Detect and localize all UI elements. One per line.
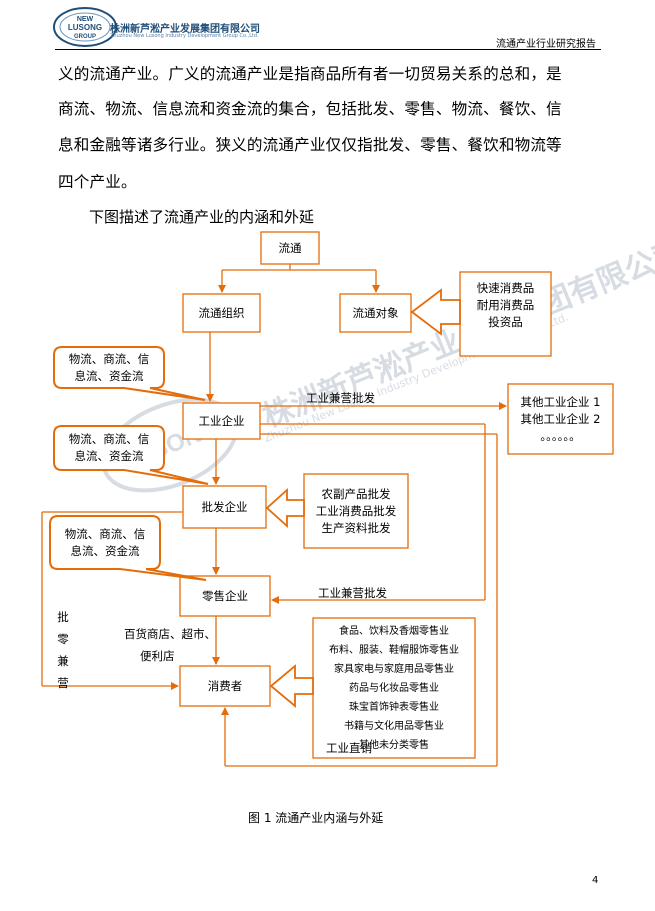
node-wholesale-types: 农副产品批发 工业消费品批发 生产资料批发 xyxy=(304,474,408,548)
label-direct-sales: 工业直销 xyxy=(326,741,372,755)
box-obj xyxy=(339,293,412,333)
side-label: 批 零 兼 营 xyxy=(56,606,70,694)
box-wholesale-types xyxy=(303,473,409,549)
node-consumer: 消费者 xyxy=(207,678,243,693)
label-industry-wholesale-top: 工业兼营批发 xyxy=(306,391,375,405)
report-title: 流通产业行业研究报告 xyxy=(496,39,596,50)
callout-1 xyxy=(53,346,206,401)
figure-caption: 图 1 流通产业内涵与外延 xyxy=(248,811,384,825)
callout-1-text: 物流、商流、信 息流、资金流 xyxy=(56,347,162,388)
header: NEW LUSONG GROUP 株洲新芦淞产业发展集团有限公司 Zhuzhou… xyxy=(0,0,655,52)
goods-item: 快速消费品 xyxy=(476,280,535,295)
page-number: 4 xyxy=(592,875,599,886)
wholesale-type: 生产资料批发 xyxy=(321,520,391,535)
label-stores-1: 百货商店、超市、 xyxy=(124,627,216,641)
others-item: 其他工业企业 1 xyxy=(520,394,601,409)
retail-type: 药品与化妆品零售业 xyxy=(349,682,439,694)
callout-3-text: 物流、商流、信 息流、资金流 xyxy=(52,516,158,569)
node-org: 流通组织 xyxy=(198,305,245,320)
callout-2-text: 物流、商流、信 息流、资金流 xyxy=(56,426,162,470)
side-label-char: 批 xyxy=(57,610,69,624)
others-item: 。。。。。。 xyxy=(540,428,581,443)
box-wholesale xyxy=(182,485,267,529)
wholesale-type: 工业消费品批发 xyxy=(315,503,397,518)
node-industry: 工业企业 xyxy=(198,413,245,428)
retail-type: 布料、服装、鞋帽服饰零售业 xyxy=(329,644,459,656)
node-retail-types: 食品、饮料及香烟零售业 布料、服装、鞋帽服饰零售业 家具家电与家庭用品零售业 药… xyxy=(313,622,475,754)
wholesale-type: 农副产品批发 xyxy=(321,486,391,501)
callout-line: 物流、商流、信 xyxy=(68,432,150,446)
company-name-en: Zhuzhou New Lusong Industry Development … xyxy=(110,33,259,39)
callout-2 xyxy=(53,425,209,485)
callout-3 xyxy=(49,515,207,581)
retail-type: 珠宝首饰钟表零售业 xyxy=(349,701,439,713)
node-retail: 零售企业 xyxy=(202,588,248,603)
logo-text-group: GROUP xyxy=(74,34,96,40)
box-goods xyxy=(459,271,552,357)
logo-text-new: NEW xyxy=(77,16,94,23)
callout-line: 物流、商流、信 xyxy=(64,526,146,541)
others-item: 其他工业企业 2 xyxy=(520,411,601,426)
box-org xyxy=(182,293,261,333)
logo-text-lusong: LUSONG xyxy=(68,23,102,32)
paragraph-line-2: 商流、物流、信息流和资金流的集合，包括批发、零售、物流、餐饮、信 xyxy=(58,100,562,118)
label-stores-2: 便利店 xyxy=(140,649,175,663)
box-retail xyxy=(179,575,271,617)
label-industry-wholesale-mid: 工业兼营批发 xyxy=(318,586,387,600)
callout-line: 息流、资金流 xyxy=(70,543,140,558)
block-arrow-goods xyxy=(410,288,461,336)
company-logo-icon: NEW LUSONG GROUP xyxy=(53,7,117,47)
block-arrow-retail-types xyxy=(269,664,314,708)
callout-line: 息流、资金流 xyxy=(74,449,144,463)
company-name-cn: 株洲新芦淞产业发展集团有限公司 xyxy=(110,24,260,35)
retail-type: 家具家电与家庭用品零售业 xyxy=(334,663,454,675)
node-goods: 快速消费品 耐用消费品 投资品 xyxy=(460,272,551,338)
paragraph-line-4: 四个产业。 xyxy=(58,173,137,191)
paragraph-line-1: 义的流通产业。广义的流通产业是指商品所有者一切贸易关系的总和，是 xyxy=(58,65,562,83)
retail-type: 书籍与文化用品零售业 xyxy=(344,720,444,732)
side-label-char: 兼 xyxy=(57,654,69,668)
node-others: 其他工业企业 1 其他工业企业 2 。。。。。。 xyxy=(508,384,613,454)
retail-type: 其他未分类零售 xyxy=(359,739,429,751)
node-liutong: 流通 xyxy=(278,240,302,255)
diagram-lead-text: 下图描述了流通产业的内涵和外延 xyxy=(89,208,315,226)
header-rule xyxy=(55,49,601,50)
node-obj: 流通对象 xyxy=(352,305,399,320)
box-industry xyxy=(182,402,261,440)
side-label-char: 营 xyxy=(57,676,69,690)
paragraph-line-3: 息和金融等诸多行业。狭义的流通产业仅仅指批发、零售、餐饮和物流等 xyxy=(58,136,562,154)
box-retail-types xyxy=(312,617,476,759)
retail-type: 食品、饮料及香烟零售业 xyxy=(339,625,449,637)
callout-line: 息流、资金流 xyxy=(74,368,144,383)
goods-item: 投资品 xyxy=(488,314,523,329)
node-wholesale: 批发企业 xyxy=(201,499,248,514)
box-others xyxy=(507,383,614,455)
side-label-char: 零 xyxy=(57,632,69,646)
block-arrow-wholesale-types xyxy=(265,487,305,529)
callout-line: 物流、商流、信 xyxy=(68,351,150,366)
goods-item: 耐用消费品 xyxy=(476,297,535,312)
